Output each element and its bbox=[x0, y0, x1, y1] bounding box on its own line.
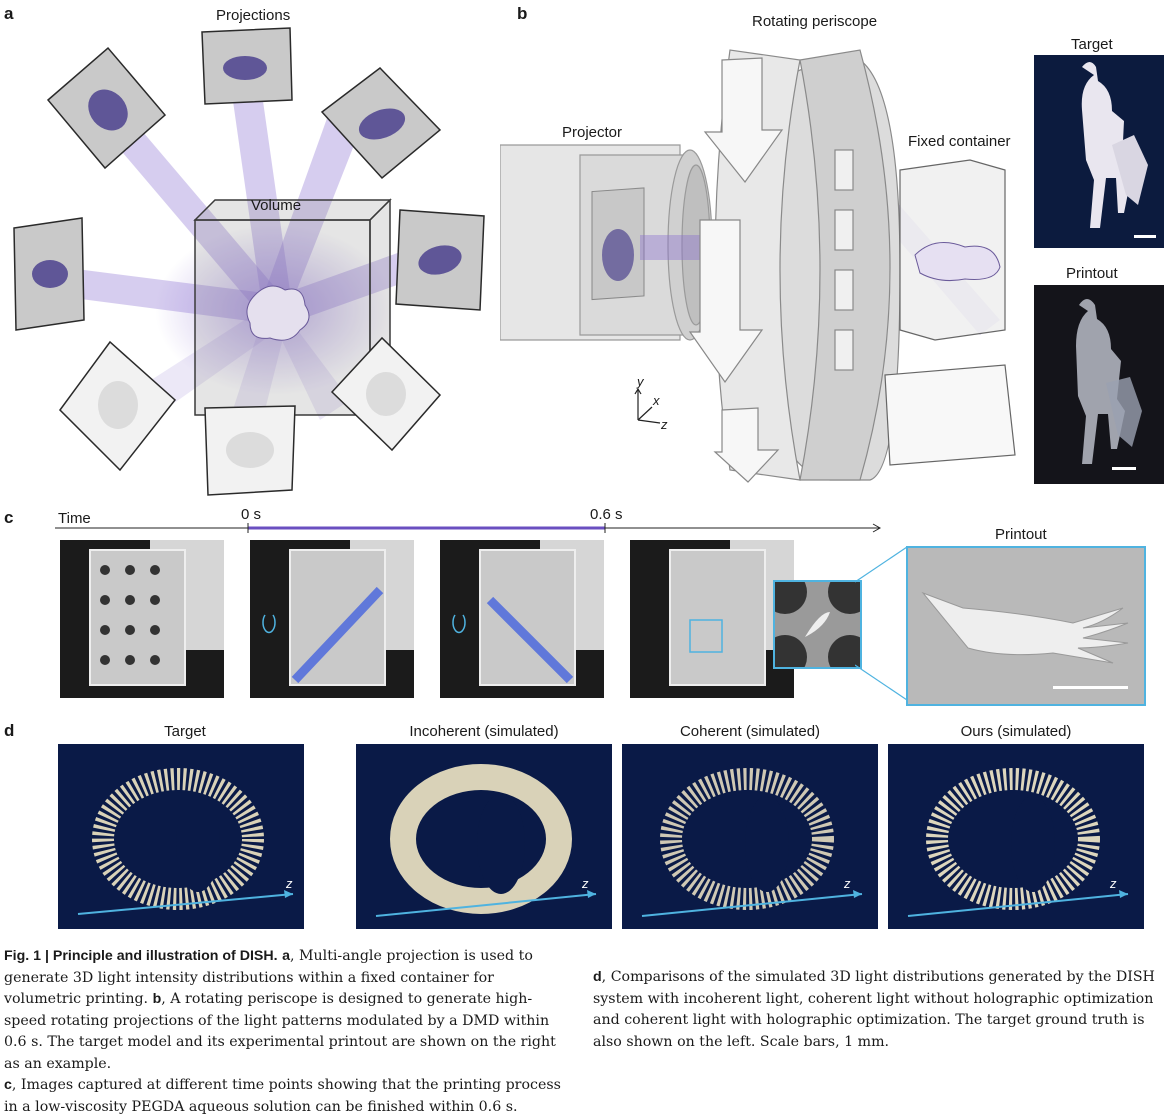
caption-right: d, Comparisons of the simulated 3D light… bbox=[593, 967, 1161, 1053]
d-panel-target: z bbox=[58, 744, 304, 929]
panel-a-diagram bbox=[13, 27, 485, 496]
plane-bottom-left bbox=[59, 340, 177, 472]
projections-label: Projections bbox=[216, 7, 291, 24]
printout-label-c: Printout bbox=[995, 526, 1047, 543]
frame-4 bbox=[630, 540, 794, 698]
d-z-label-1: z bbox=[286, 876, 293, 891]
target-figure bbox=[1081, 62, 1156, 238]
axis-z-label: z bbox=[661, 417, 668, 432]
time-end: 0.6 s bbox=[590, 506, 623, 523]
caption-fig-label: Fig. 1 | Principle and illustration of D… bbox=[4, 948, 278, 964]
time-label: Time bbox=[58, 510, 91, 527]
caption-a-letter: a bbox=[282, 948, 290, 964]
panel-c-letter: c bbox=[4, 508, 14, 527]
d-title-incoherent: Incoherent (simulated) bbox=[409, 723, 559, 740]
caption-left: Fig. 1 | Principle and illustration of D… bbox=[4, 946, 570, 1118]
d-z-label-4: z bbox=[1110, 876, 1117, 891]
plane-bottom bbox=[204, 405, 296, 496]
caption-b-letter: b bbox=[152, 991, 162, 1007]
projector-label: Projector bbox=[562, 124, 623, 141]
printout-photo-c bbox=[906, 546, 1146, 706]
caption-d-letter: d bbox=[593, 969, 602, 985]
volume-object bbox=[246, 285, 310, 341]
target-label: Target bbox=[1071, 36, 1113, 53]
caption-d-text: , Comparisons of the simulated 3D light … bbox=[593, 969, 1155, 1050]
panel-d-letter: d bbox=[4, 721, 15, 740]
d-panel-coherent-art bbox=[641, 768, 863, 917]
zoom-connector bbox=[855, 546, 908, 701]
caption-b-text: , A rotating periscope is designed to ge… bbox=[4, 991, 556, 1072]
panel-a-letter: a bbox=[4, 4, 14, 23]
d-panel-target-art bbox=[77, 768, 294, 915]
rotation-arrows bbox=[688, 57, 784, 483]
caption-a-text: , Multi-angle projection is used to gene… bbox=[4, 948, 533, 1007]
d-panel-ours: z bbox=[888, 744, 1144, 929]
container-label: Fixed container bbox=[908, 133, 1011, 150]
d-z-label-2: z bbox=[582, 876, 589, 891]
plane-bottom-right bbox=[330, 336, 442, 452]
frame-3 bbox=[440, 540, 604, 698]
frame-4-art bbox=[669, 540, 794, 686]
d-panel-incoherent-art bbox=[375, 764, 597, 917]
axis-x-label: x bbox=[653, 393, 660, 408]
d-panel-incoherent: z bbox=[356, 744, 612, 929]
zoom-inset-art bbox=[775, 582, 860, 667]
time-start: 0 s bbox=[241, 506, 262, 523]
d-z-label-3: z bbox=[844, 876, 851, 891]
frame-1 bbox=[60, 540, 224, 698]
panel-b-letter: b bbox=[517, 4, 528, 23]
d-title-coherent: Coherent (simulated) bbox=[679, 723, 821, 740]
periscope-wheel bbox=[714, 49, 901, 481]
frame-3-art bbox=[452, 540, 604, 686]
d-panel-ours-art bbox=[907, 768, 1129, 917]
d-title-ours: Ours (simulated) bbox=[960, 723, 1072, 740]
frame-2-art bbox=[262, 540, 414, 686]
printout-squid bbox=[921, 591, 1129, 689]
time-axis bbox=[55, 523, 882, 533]
fixed-container bbox=[884, 159, 1016, 466]
d-panel-coherent: z bbox=[622, 744, 878, 929]
caption-c-letter: c bbox=[4, 1077, 12, 1093]
frame-1-art bbox=[89, 540, 224, 686]
zoom-inset bbox=[773, 580, 862, 669]
printed-object bbox=[914, 242, 1001, 281]
d-title-target: Target bbox=[164, 723, 206, 740]
volume-label: Volume bbox=[251, 197, 302, 214]
printout-label-b: Printout bbox=[1066, 265, 1118, 282]
printout-figure bbox=[1076, 299, 1142, 470]
caption-c-text: , Images captured at different time poin… bbox=[4, 1077, 561, 1115]
axis-arrows bbox=[634, 387, 661, 424]
frame-2 bbox=[250, 540, 414, 698]
axis-y-label: y bbox=[637, 374, 644, 389]
periscope-label: Rotating periscope bbox=[752, 13, 878, 30]
printout-photo-b bbox=[1034, 285, 1164, 484]
panel-b-diagram bbox=[500, 49, 1016, 483]
target-photo bbox=[1034, 55, 1164, 248]
